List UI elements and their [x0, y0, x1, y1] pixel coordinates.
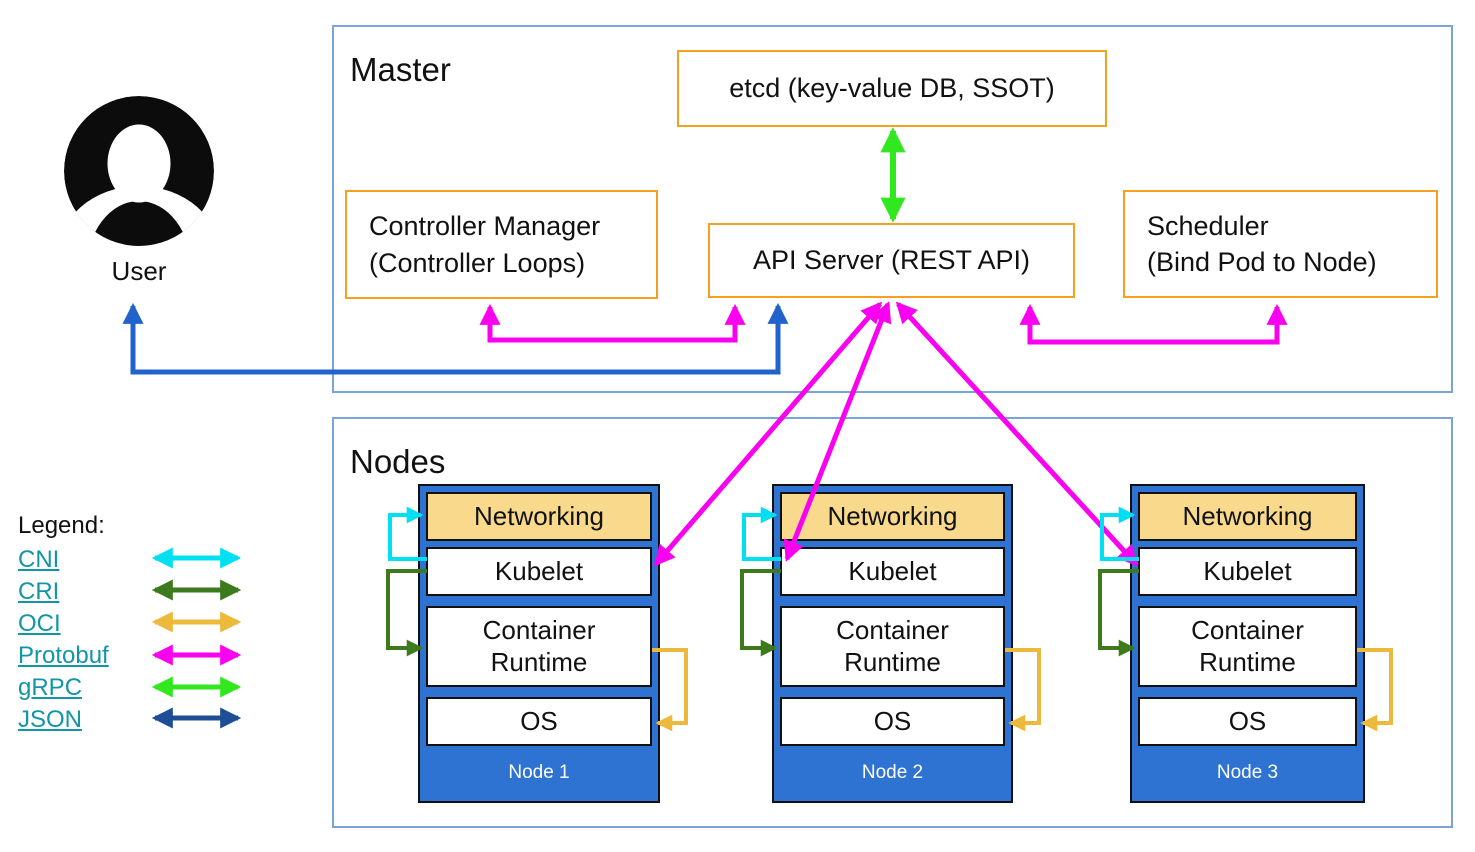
- legend-row-grpc: gRPC: [18, 674, 109, 706]
- legend-row-protobuf: Protobuf: [18, 642, 109, 674]
- node1-title: Node 1: [508, 762, 570, 783]
- node1-os-layer: OS: [426, 697, 652, 746]
- legend-link-json[interactable]: JSON: [18, 706, 83, 733]
- node2-container-runtime-layer: Container Runtime: [780, 606, 1005, 687]
- node3-os-layer: OS: [1138, 697, 1357, 746]
- legend-link-oci[interactable]: OCI: [18, 610, 61, 637]
- legend-title: Legend:: [18, 512, 105, 539]
- legend-row-cni: CNI: [18, 546, 109, 578]
- legend-link-cni[interactable]: CNI: [18, 546, 60, 573]
- legend-link-cri[interactable]: CRI: [18, 578, 60, 605]
- api-server-label: API Server (REST API): [752, 245, 1031, 276]
- controller-manager-box: Controller Manager (Controller Loops): [345, 190, 658, 299]
- api-server-box: API Server (REST API): [708, 223, 1075, 298]
- master-title: Master: [350, 51, 451, 88]
- node-3: Networking Kubelet Container Runtime OS …: [1130, 484, 1365, 803]
- legend-row-json: JSON: [18, 706, 109, 738]
- node1-networking-layer: Networking: [426, 492, 652, 541]
- node1-kubelet-layer: Kubelet: [426, 547, 652, 596]
- legend-row-cri: CRI: [18, 578, 109, 610]
- node-1: Networking Kubelet Container Runtime OS …: [418, 484, 660, 803]
- node2-os-layer: OS: [780, 697, 1005, 746]
- user-label: User: [111, 256, 167, 286]
- user-avatar-icon: [64, 96, 214, 246]
- controller-manager-label-line1: Controller Manager: [369, 211, 601, 242]
- scheduler-label-line1: Scheduler: [1147, 210, 1269, 241]
- node2-networking-layer: Networking: [780, 492, 1005, 541]
- node1-container-runtime-layer: Container Runtime: [426, 606, 652, 687]
- node3-kubelet-layer: Kubelet: [1138, 547, 1357, 596]
- scheduler-label-line2: (Bind Pod to Node): [1147, 247, 1377, 277]
- node3-title: Node 3: [1216, 762, 1279, 783]
- legend-link-protobuf[interactable]: Protobuf: [18, 642, 109, 669]
- etcd-box: etcd (key-value DB, SSOT): [677, 50, 1107, 127]
- etcd-label: etcd (key-value DB, SSOT): [729, 73, 1055, 104]
- legend-panel: Legend: CNI CRI OCI Protobuf gRPC JSON: [18, 512, 109, 738]
- node2-kubelet-layer: Kubelet: [780, 547, 1005, 596]
- node2-title: Node 2: [861, 762, 924, 783]
- node-2: Networking Kubelet Container Runtime OS …: [772, 484, 1013, 803]
- controller-manager-label-line2: (Controller Loops): [369, 247, 586, 278]
- legend-link-grpc[interactable]: gRPC: [18, 674, 83, 701]
- scheduler-box: Scheduler (Bind Pod to Node): [1123, 190, 1438, 298]
- nodes-title: Nodes: [350, 443, 446, 480]
- legend-row-oci: OCI: [18, 610, 109, 642]
- node3-container-runtime-layer: Container Runtime: [1138, 606, 1357, 687]
- node3-networking-layer: Networking: [1138, 492, 1357, 541]
